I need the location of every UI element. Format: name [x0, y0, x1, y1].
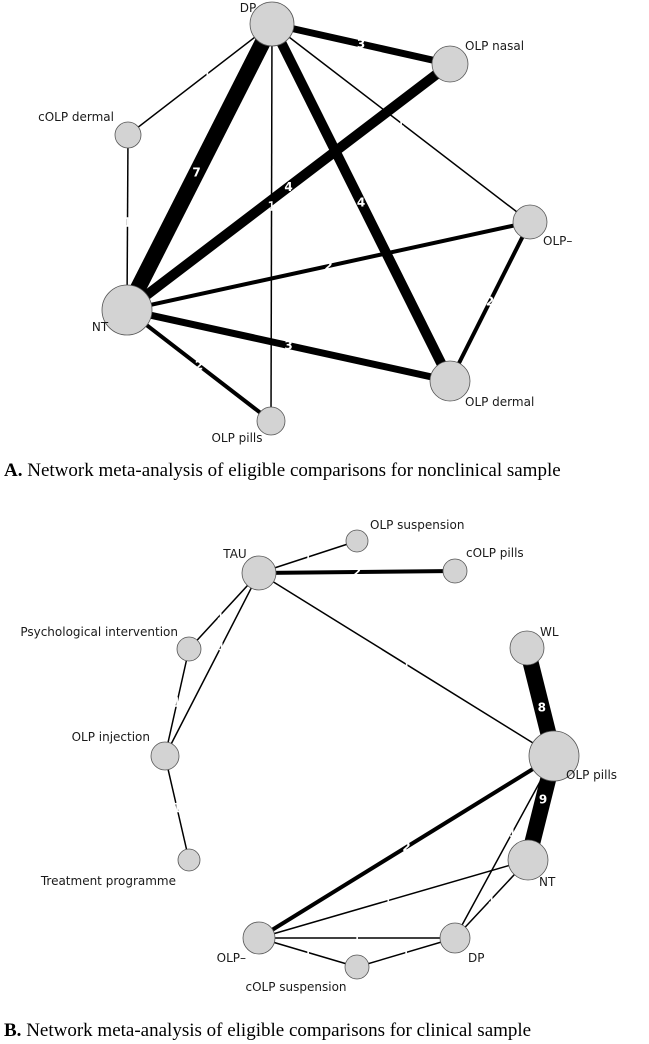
panel-b-node-colp-pills	[442, 558, 468, 584]
panel-b-edge-psych-olp-injection	[164, 648, 190, 757]
panel-a-caption: A. Network meta-analysis of eligible com…	[4, 460, 561, 481]
panel-a-edge-label-olp-nasal-nt: 4	[284, 180, 292, 194]
panel-a-node-label-nt: NT	[92, 320, 109, 334]
panel-b-node-label-tau: TAU	[222, 547, 246, 561]
panel-b-edge-label-tau-olp-suspension: 1	[304, 550, 312, 564]
panel-a-edge-label-olp-minus-olp-dermal: 2	[486, 295, 494, 309]
panel-a-node-olp-nasal	[431, 45, 469, 83]
panel-b-node-olp-suspension	[345, 529, 369, 553]
panel-a-edge-label-nt-olp-pills: 2	[195, 359, 203, 373]
panel-a-node-dp	[249, 1, 295, 47]
panel-a-node-nt	[101, 284, 153, 336]
panel-a-edge-label-dp-olp-nasal: 3	[357, 37, 365, 51]
panel-b-edge-label-tau-psych: 1	[217, 608, 225, 622]
panel-a-edge-label-dp-olp-dermal: 4	[357, 196, 365, 210]
panel-a-caption-text: Network meta-analysis of eligible compar…	[22, 460, 560, 481]
panel-b-node-label-colp-suspension: cOLP suspension	[245, 980, 346, 994]
panel-a-edge-label-dp-nt: 7	[192, 166, 200, 180]
panel-a-edge-dp-olp-minus	[271, 23, 531, 223]
panel-a-node-olp-minus	[512, 204, 548, 240]
panel-b-edge-olp-pills-dp	[454, 755, 555, 939]
panel-a-node-label-dp: DP	[240, 1, 256, 15]
panel-a-node-label-olp-minus: OLP–	[543, 234, 572, 248]
panel-b-edge-tau-colp-pills	[258, 569, 456, 575]
panel-b-edge-label-olp-pills-olp-minus: 2	[402, 840, 410, 854]
panel-a-edge-label-nt-olp-dermal: 3	[284, 339, 292, 353]
panel-b-edge-tau-olp-pills	[258, 572, 555, 757]
panel-b-node-label-olp-injection: OLP injection	[72, 730, 150, 744]
panel-b-edge-label-tau-olp-injection: 1	[218, 639, 226, 653]
panel-b-edge-olp-pills-olp-minus	[257, 754, 556, 940]
panel-b-caption-text: Network meta-analysis of eligible compar…	[21, 1020, 531, 1041]
panel-a-edge-olp-minus-nt	[126, 220, 531, 312]
panel-a-edge-label-dp-colp-dermal: 1	[203, 67, 211, 81]
panel-b-edge-label-nt-olp-minus: 1	[384, 894, 392, 908]
panel-a-node-olp-dermal	[429, 360, 471, 402]
panel-b-node-dp	[439, 922, 471, 954]
panel-b-node-treatment	[177, 848, 201, 872]
panel-b-edge-tau-olp-injection	[164, 572, 260, 757]
panel-a-edge-dp-olp-pills	[270, 23, 273, 422]
panel-b-edge-olp-injection-treatment	[164, 755, 190, 861]
panel-a-edge-label-olp-minus-nt: 2	[324, 259, 332, 273]
panel-b-node-label-treatment: Treatment programme	[40, 874, 176, 888]
panel-b-node-label-wl: WL	[540, 625, 559, 639]
panel-a-edge-colp-dermal-nt	[126, 134, 129, 311]
panel-a-edge-label-colp-dermal-nt: 1	[124, 216, 132, 230]
panel-b-edge-label-olp-pills-dp: 1	[509, 825, 517, 839]
panel-a-edge-label-dp-olp-minus: 1	[397, 116, 405, 130]
panel-b-edge-label-colp-suspension-dp: 1	[402, 946, 410, 960]
panel-a-node-label-colp-dermal: cOLP dermal	[38, 110, 114, 124]
panel-b-edge-label-wl-olp-pills: 8	[538, 700, 546, 714]
panel-a-node-label-olp-nasal: OLP nasal	[465, 39, 524, 53]
panel-b-edge-label-olp-minus-colp-suspension: 1	[304, 946, 312, 960]
panel-b-node-colp-suspension	[344, 954, 370, 980]
panel-a-node-colp-dermal	[114, 121, 142, 149]
panel-a-edge-label-dp-olp-pills: 1	[268, 200, 276, 214]
panel-b-node-olp-pills	[528, 730, 580, 782]
panel-a-edge-olp-minus-olp-dermal	[448, 221, 532, 382]
panel-b-edge-label-psych-olp-injection: 1	[173, 696, 181, 710]
panel-b-node-label-olp-minus: OLP–	[217, 951, 246, 965]
panel-b-edge-label-tau-colp-pills: 2	[353, 565, 361, 579]
panel-a-edge-nt-olp-pills	[125, 308, 273, 423]
panel-a-caption-letter: A.	[4, 460, 22, 481]
panel-b-edge-label-olp-minus-dp: 1	[353, 931, 361, 945]
panel-a-edge-nt-olp-dermal	[126, 306, 451, 385]
panel-b-node-label-olp-pills: OLP pills	[566, 768, 617, 782]
panel-b-node-label-dp: DP	[468, 951, 484, 965]
panel-b-node-nt	[507, 839, 549, 881]
panel-b-node-olp-injection	[150, 741, 180, 771]
panel-b-node-label-psych: Psychological intervention	[20, 625, 178, 639]
panel-b-node-psych	[176, 636, 202, 662]
panel-b-edge-colp-suspension-dp	[356, 937, 456, 968]
panel-b-node-tau	[241, 555, 277, 591]
panel-b-node-label-nt: NT	[539, 875, 556, 889]
panel-b-caption: B. Network meta-analysis of eligible com…	[4, 1020, 531, 1041]
panel-b-edge-olp-minus-colp-suspension	[258, 937, 358, 968]
panel-b-edge-label-nt-dp: 1	[488, 892, 496, 906]
panel-b-edge-label-olp-pills-nt: 9	[539, 793, 547, 807]
panel-b-node-wl	[509, 630, 545, 666]
panel-a-node-olp-pills	[256, 406, 286, 436]
panel-a-node-label-olp-pills: OLP pills	[211, 431, 262, 445]
panel-a-edge-dp-colp-dermal	[127, 23, 273, 136]
panel-b-edge-label-tau-olp-pills: 1	[403, 658, 411, 672]
panel-a-edge-dp-nt	[119, 20, 280, 314]
panel-b-edge-nt-olp-minus	[258, 859, 529, 939]
panel-a-edge-olp-nasal-nt	[123, 60, 454, 314]
panel-a-edge-dp-olp-nasal	[271, 20, 451, 68]
panel-b-node-label-colp-pills: cOLP pills	[466, 546, 524, 560]
panel-b-node-olp-minus	[242, 921, 276, 955]
panel-a-edge-dp-olp-dermal	[267, 21, 455, 384]
panel-b-node-label-olp-suspension: OLP suspension	[370, 518, 464, 532]
panel-a-node-label-olp-dermal: OLP dermal	[465, 395, 534, 409]
panel-b-edge-label-olp-injection-treatment: 1	[173, 801, 181, 815]
panel-b-caption-letter: B.	[4, 1020, 21, 1041]
